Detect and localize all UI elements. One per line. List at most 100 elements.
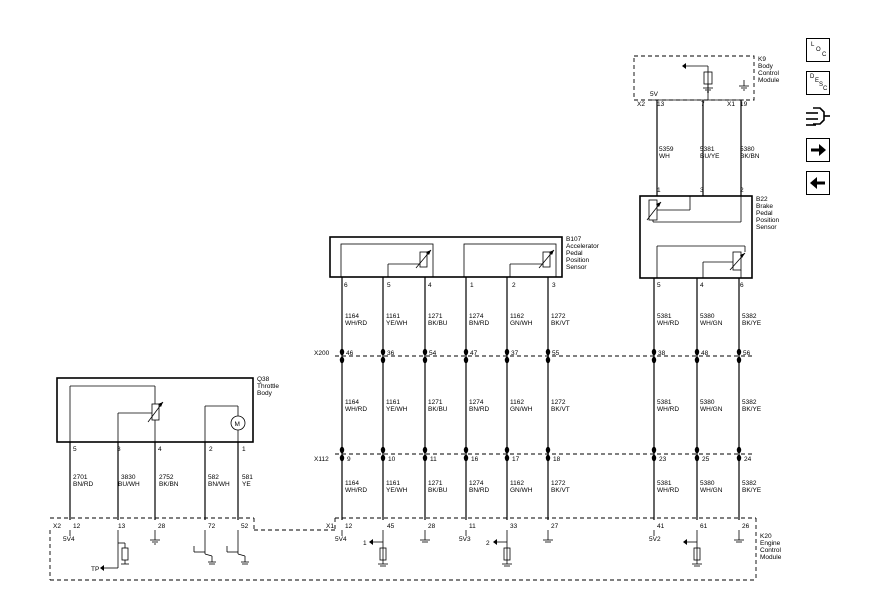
wire-circuit: 5380: [700, 480, 715, 487]
k20-line1: Engine: [760, 540, 781, 547]
b22-line3: Position: [756, 217, 780, 224]
desc-e: E: [815, 78, 820, 84]
wire-color: WH/GN: [700, 487, 723, 494]
x112-pin: 23: [659, 456, 667, 463]
x200-pin: 56: [743, 350, 751, 357]
wire-color: GN/WH: [510, 406, 533, 413]
wire-circuit: 5381: [657, 399, 672, 406]
wire-color: BK/BN: [740, 153, 760, 160]
x200-pin: 36: [387, 350, 395, 357]
b107-pin: 6: [344, 282, 348, 289]
wire-circuit: 1164: [345, 313, 359, 320]
q38-ref: Q38: [257, 376, 270, 383]
wire-color: BK/VT: [551, 320, 570, 327]
b107-line3: Position: [566, 257, 590, 264]
wire-circuit: 1164: [345, 480, 359, 487]
wire-circuit: 1162: [510, 399, 524, 406]
wire-color: BK/BU: [428, 320, 448, 327]
x200-pin: 37: [511, 350, 519, 357]
loc-l: L: [811, 42, 815, 48]
b22-ref: B22: [756, 196, 768, 203]
x200-pin: 54: [429, 350, 437, 357]
wire-circuit: 582: [208, 474, 219, 481]
k9-line2: Control: [758, 70, 780, 77]
wire-color: BK/YE: [742, 487, 762, 494]
main-vertical-wires: [341, 277, 740, 520]
wire-color: YE/WH: [386, 406, 408, 413]
next-button[interactable]: [806, 138, 830, 162]
wire-circuit: 5381: [657, 313, 672, 320]
x200-pin: 38: [658, 350, 666, 357]
wire-color: BK/BU: [428, 406, 448, 413]
supply-label: 5V3: [459, 536, 471, 543]
x112-label: X112: [314, 456, 329, 463]
wire-circuit: 581: [242, 474, 253, 481]
wire-circuit: 1164: [345, 399, 359, 406]
k9-body-control-module: K9 Body Control Module 5V X2 X1 13 7 19: [633, 55, 780, 108]
wire-color: BN/RD: [469, 487, 490, 494]
brake-upper-wires: 5359 WH 5381 BU/YE 5380 BK/BN: [656, 100, 760, 196]
connector-end-view-icon[interactable]: [804, 104, 832, 130]
wire-color: BK/VT: [551, 487, 570, 494]
description-button[interactable]: D E S C: [806, 71, 830, 95]
k20-pin: 27: [551, 523, 559, 530]
wire-color: BN/RD: [73, 481, 94, 488]
x200-connector: X200 46 36 54 47 37 55 38 48 56: [314, 348, 752, 364]
previous-button[interactable]: [806, 171, 830, 195]
wire-circuit: 5381: [657, 480, 672, 487]
x112-connector: X112 9 10 11 16 17 18 23 25 24: [314, 446, 752, 463]
supply-label: 5V2: [649, 536, 661, 543]
k9-pin: 19: [740, 101, 748, 108]
k9-connector-x1: X1: [727, 101, 735, 108]
x200-pin: 55: [552, 350, 560, 357]
wire-color: WH/RD: [345, 320, 367, 327]
desc-c: C: [823, 86, 828, 92]
desc-s: S: [819, 82, 824, 88]
wire-color: WH/RD: [345, 406, 367, 413]
wire-color: BN/RD: [469, 320, 490, 327]
b107-pin: 1: [470, 282, 474, 289]
k9-pin: 13: [657, 101, 665, 108]
wire-circuit: 1271: [428, 399, 443, 406]
wire-circuit: 5382: [742, 480, 757, 487]
x112-pin: 24: [744, 456, 752, 463]
arrow-left-icon: [810, 177, 825, 189]
wire-color: YE/WH: [386, 487, 408, 494]
b107-pin: 2: [512, 282, 516, 289]
b107-pin: 5: [387, 282, 391, 289]
q38-throttle-body: M Q38 Throttle Body 5 3 4 2 1: [56, 376, 279, 453]
k20-pin: 45: [387, 523, 395, 530]
wire-color: WH/RD: [345, 487, 367, 494]
wire-circuit: 1274: [469, 480, 484, 487]
loc-o: O: [816, 47, 821, 53]
wire-circuit: 1162: [510, 480, 524, 487]
wire-color: BK/BN: [159, 481, 179, 488]
k20-pin: 61: [700, 523, 708, 530]
b107-line4: Sensor: [566, 264, 587, 271]
wire-color: BK/VT: [551, 406, 570, 413]
k20-pin: 26: [742, 523, 750, 530]
accel-wire-labels-upper: 1164 WH/RD 1161 YE/WH 1271 BK/BU 1274 BN…: [345, 313, 762, 327]
loc-c: C: [822, 52, 827, 58]
wire-color: WH/GN: [700, 320, 723, 327]
accel-wire-labels-lower: 1164 WH/RD 1161 YE/WH 1271 BK/BU 1274 BN…: [345, 480, 762, 494]
k20-pin: 11: [469, 523, 476, 530]
wire-color: WH/RD: [657, 406, 679, 413]
wire-color: BK/BU: [428, 487, 448, 494]
q38-pin: 1: [242, 446, 246, 453]
wire-circuit: 3830: [121, 474, 136, 481]
k20-connector-x2: X2: [53, 523, 61, 530]
b22-pin: 4: [700, 282, 704, 289]
ref-number: 1: [363, 540, 367, 547]
k20-ref: K20: [760, 533, 772, 540]
b22-pin: 5: [657, 282, 661, 289]
wire-circuit: 1274: [469, 313, 484, 320]
x112-pin: 16: [471, 456, 479, 463]
k20-pin: 13: [118, 523, 126, 530]
x200-pin: 48: [701, 350, 709, 357]
location-button[interactable]: L O C: [806, 38, 830, 62]
wire-color: BN/RD: [469, 406, 490, 413]
wire-circuit: 5380: [740, 146, 755, 153]
x112-pin: 18: [553, 456, 561, 463]
